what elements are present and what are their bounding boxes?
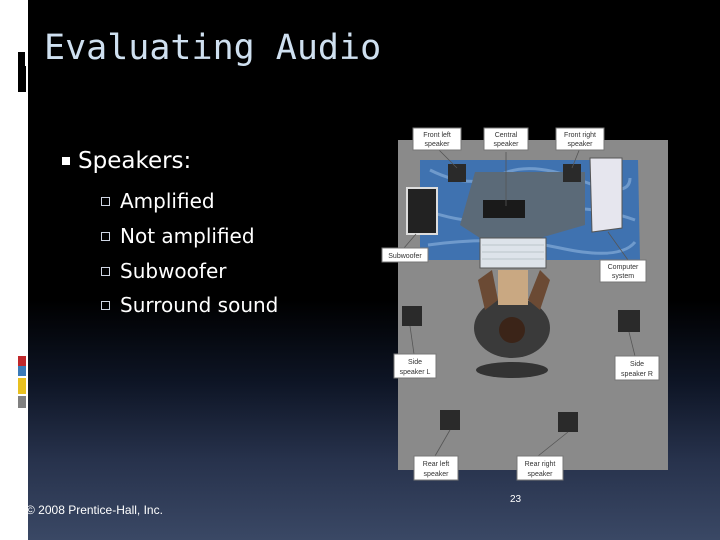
- surround-sound-illustration: Front left speaker Central speaker Front…: [381, 127, 668, 481]
- subitem-text: Not amplified: [120, 224, 255, 248]
- svg-text:speaker: speaker: [494, 141, 520, 148]
- svg-text:Subwoofer: Subwoofer: [388, 253, 422, 260]
- svg-text:speaker: speaker: [424, 471, 450, 478]
- subwoofer: [406, 187, 438, 235]
- svg-text:Central: Central: [495, 132, 518, 139]
- subitem-surround-sound: Surround sound: [101, 293, 279, 317]
- svg-text:Front right: Front right: [564, 132, 596, 139]
- bullet-text: Speakers:: [78, 148, 192, 174]
- computer-tower: [589, 157, 623, 233]
- label-central: Central speaker: [483, 127, 529, 151]
- svg-text:speaker: speaker: [528, 471, 554, 478]
- svg-text:speaker L: speaker L: [400, 369, 431, 376]
- subitem-not-amplified: Not amplified: [101, 224, 255, 248]
- subitem-amplified: Amplified: [101, 189, 215, 213]
- label-side-left: Side speaker L: [393, 353, 437, 379]
- label-front-right: Front right speaker: [555, 127, 605, 151]
- slide-title: Evaluating Audio: [44, 28, 382, 68]
- label-subwoofer: Subwoofer: [381, 247, 429, 263]
- svg-text:speaker: speaker: [425, 141, 451, 148]
- subitem-text: Subwoofer: [120, 259, 227, 283]
- hollow-square-icon: [101, 267, 110, 276]
- subitem-text: Amplified: [120, 189, 215, 213]
- decor-square-yellow: [18, 378, 26, 394]
- hollow-square-icon: [101, 232, 110, 241]
- subitem-subwoofer: Subwoofer: [101, 259, 227, 283]
- label-computer: Computer system: [599, 259, 647, 283]
- keyboard: [479, 237, 547, 269]
- label-rear-right: Rear right speaker: [516, 455, 564, 481]
- svg-text:Side: Side: [630, 361, 644, 368]
- side-right-speaker-icon: [618, 310, 640, 332]
- chair: [476, 362, 548, 378]
- label-rear-left: Rear left speaker: [413, 455, 459, 481]
- rear-left-speaker-icon: [440, 410, 460, 430]
- side-left-speaker-icon: [402, 306, 422, 326]
- svg-text:Front left: Front left: [423, 132, 451, 139]
- bullet-speakers: Speakers:: [62, 148, 192, 174]
- decor-square-gray: [18, 396, 26, 408]
- page-number: 23: [510, 494, 522, 505]
- hollow-square-icon: [101, 301, 110, 310]
- rear-right-speaker-icon: [558, 412, 578, 432]
- decor-square-red: [18, 356, 26, 366]
- left-decor-band: [0, 0, 28, 540]
- svg-text:Computer: Computer: [608, 264, 639, 271]
- decor-square-blue: [18, 366, 26, 376]
- svg-text:Rear right: Rear right: [525, 461, 556, 468]
- svg-text:Rear left: Rear left: [423, 461, 450, 468]
- label-front-left: Front left speaker: [412, 127, 462, 151]
- svg-text:speaker: speaker: [568, 141, 594, 148]
- subitem-text: Surround sound: [120, 293, 279, 317]
- decor-bar: [18, 52, 25, 92]
- front-left-speaker-icon: [448, 164, 466, 182]
- decor-bar-small: [22, 66, 26, 92]
- monitor: [483, 200, 525, 218]
- svg-text:speaker R: speaker R: [621, 371, 653, 378]
- svg-text:Side: Side: [408, 359, 422, 366]
- person-head: [499, 317, 525, 343]
- copyright-footer: © 2008 Prentice-Hall, Inc.: [26, 503, 163, 517]
- front-right-speaker-icon: [563, 164, 581, 182]
- hollow-square-icon: [101, 197, 110, 206]
- bullet-square-icon: [62, 157, 70, 165]
- svg-text:system: system: [612, 273, 634, 280]
- label-side-right: Side speaker R: [614, 355, 660, 381]
